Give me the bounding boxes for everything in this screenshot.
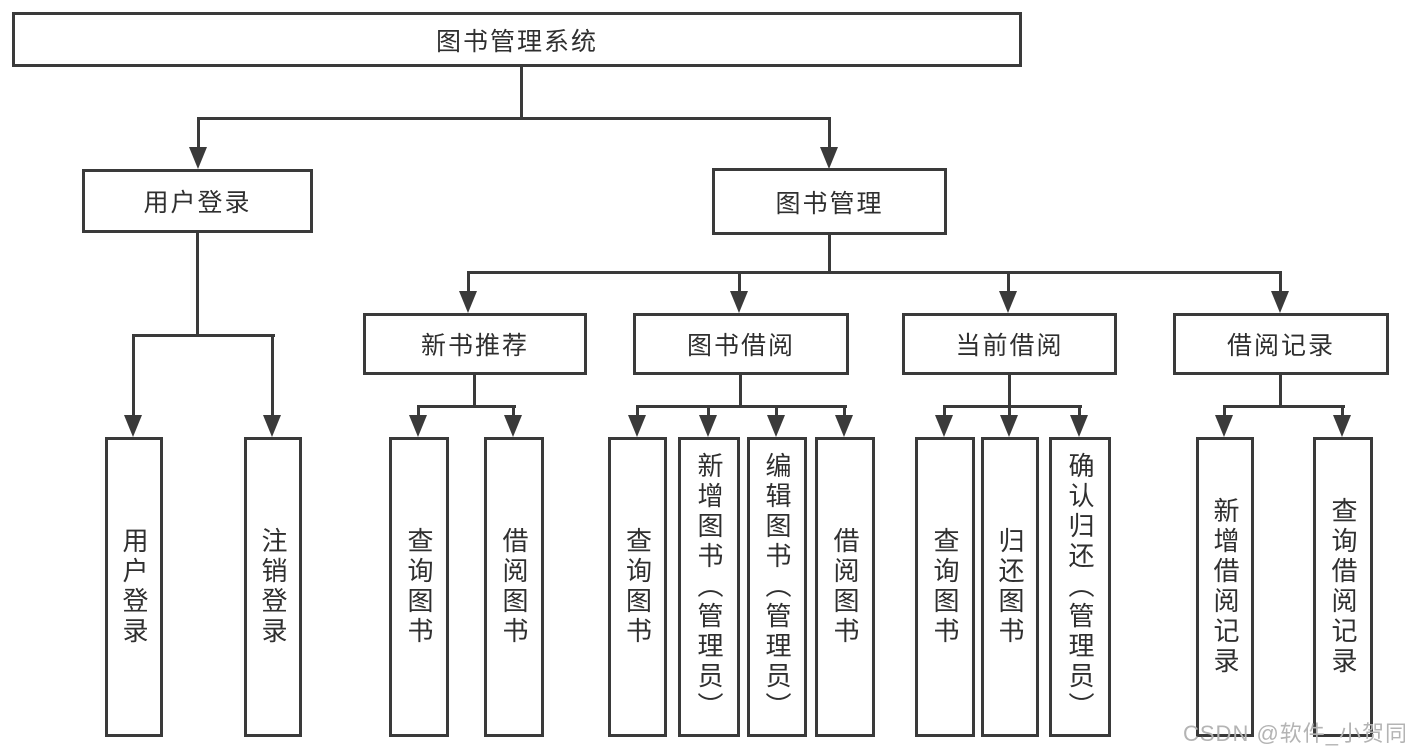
connector-line bbox=[738, 271, 741, 293]
arrow-down-icon bbox=[504, 415, 522, 437]
connector-line bbox=[1341, 405, 1344, 419]
leaf-edit-books-admin-label: 编辑图书（管理员） bbox=[762, 452, 792, 722]
node-current-borrowing-label: 当前借阅 bbox=[955, 332, 1064, 360]
arrow-down-icon bbox=[628, 415, 646, 437]
node-book-management: 图书管理 bbox=[712, 168, 947, 235]
leaf-query-borrow-record-label: 查询借阅记录 bbox=[1328, 497, 1358, 677]
connector-line bbox=[943, 405, 1082, 408]
arrow-down-icon bbox=[1333, 415, 1351, 437]
connector-line bbox=[636, 405, 639, 419]
leaf-user-login: 用户登录 bbox=[105, 437, 163, 737]
node-new-book-recommend-label: 新书推荐 bbox=[420, 332, 529, 360]
connector-line bbox=[1008, 405, 1011, 419]
connector-line bbox=[468, 271, 1282, 274]
leaf-add-borrow-record: 新增借阅记录 bbox=[1196, 437, 1254, 737]
arrow-down-icon bbox=[767, 415, 785, 437]
arrow-down-icon bbox=[1000, 415, 1018, 437]
connector-line bbox=[132, 334, 135, 417]
leaf-borrow-books-recommend: 借阅图书 bbox=[484, 437, 544, 737]
node-user-login: 用户登录 bbox=[82, 169, 313, 233]
connector-line bbox=[467, 271, 470, 293]
connector-line bbox=[1279, 271, 1282, 293]
connector-line bbox=[512, 405, 515, 419]
connector-line bbox=[828, 235, 831, 273]
leaf-query-books-borrowing-label: 查询图书 bbox=[622, 527, 653, 647]
leaf-user-login-label: 用户登录 bbox=[119, 527, 149, 647]
arrow-down-icon bbox=[835, 415, 853, 437]
connector-line bbox=[828, 117, 831, 149]
arrow-down-icon bbox=[999, 291, 1017, 313]
connector-line bbox=[196, 233, 199, 336]
connector-line bbox=[417, 405, 516, 408]
connector-line bbox=[1223, 405, 1226, 419]
connector-line bbox=[1223, 405, 1345, 408]
arrow-down-icon bbox=[820, 147, 838, 169]
connector-line bbox=[707, 405, 710, 419]
leaf-logout-label: 注销登录 bbox=[258, 527, 288, 647]
connector-line bbox=[739, 375, 742, 408]
connector-line bbox=[132, 334, 275, 337]
node-borrowing-records-label: 借阅记录 bbox=[1226, 332, 1335, 360]
node-new-book-recommend: 新书推荐 bbox=[363, 313, 587, 375]
connector-line bbox=[843, 405, 846, 419]
node-root-label: 图书管理系统 bbox=[435, 27, 598, 56]
leaf-edit-books-admin: 编辑图书（管理员） bbox=[747, 437, 807, 737]
arrow-down-icon bbox=[1215, 415, 1233, 437]
connector-line bbox=[775, 405, 778, 419]
leaf-add-books-admin-label: 新增图书（管理员） bbox=[694, 452, 724, 722]
connector-line bbox=[417, 405, 420, 419]
leaf-query-books-current: 查询图书 bbox=[915, 437, 975, 737]
node-book-borrowing-label: 图书借阅 bbox=[686, 332, 795, 360]
leaf-return-books: 归还图书 bbox=[981, 437, 1039, 737]
node-borrowing-records: 借阅记录 bbox=[1173, 313, 1389, 375]
node-user-login-label: 用户登录 bbox=[143, 189, 252, 217]
arrow-down-icon bbox=[263, 415, 281, 437]
connector-line bbox=[197, 117, 831, 120]
leaf-confirm-return-admin-label: 确认归还（管理员） bbox=[1065, 452, 1095, 722]
leaf-borrow-books-borrowing-label: 借阅图书 bbox=[830, 527, 860, 647]
arrow-down-icon bbox=[935, 415, 953, 437]
arrow-down-icon bbox=[409, 415, 427, 437]
connector-line bbox=[1279, 375, 1282, 408]
leaf-query-books-recommend-label: 查询图书 bbox=[404, 527, 434, 647]
leaf-query-books-borrowing: 查询图书 bbox=[608, 437, 667, 737]
connector-line bbox=[271, 334, 274, 417]
leaf-return-books-label: 归还图书 bbox=[995, 527, 1025, 647]
csdn-watermark: CSDN @软件_小贺同学 bbox=[1183, 721, 1405, 746]
node-book-borrowing: 图书借阅 bbox=[633, 313, 849, 375]
arrow-down-icon bbox=[459, 291, 477, 313]
connector-line bbox=[197, 117, 200, 149]
connector-line bbox=[1078, 405, 1081, 419]
connector-line bbox=[636, 405, 847, 408]
leaf-query-borrow-record: 查询借阅记录 bbox=[1313, 437, 1373, 737]
arrow-down-icon bbox=[699, 415, 717, 437]
connector-line bbox=[1007, 271, 1010, 293]
leaf-confirm-return-admin: 确认归还（管理员） bbox=[1049, 437, 1111, 737]
connector-line bbox=[473, 375, 476, 408]
leaf-query-books-recommend: 查询图书 bbox=[389, 437, 449, 737]
arrow-down-icon bbox=[124, 415, 142, 437]
connector-line bbox=[520, 67, 523, 118]
leaf-logout: 注销登录 bbox=[244, 437, 302, 737]
leaf-add-books-admin: 新增图书（管理员） bbox=[678, 437, 740, 737]
leaf-borrow-books-recommend-label: 借阅图书 bbox=[499, 527, 529, 647]
leaf-query-books-current-label: 查询图书 bbox=[930, 527, 960, 647]
node-root: 图书管理系统 bbox=[12, 12, 1022, 67]
arrow-down-icon bbox=[1070, 415, 1088, 437]
leaf-add-borrow-record-label: 新增借阅记录 bbox=[1210, 497, 1240, 677]
arrow-down-icon bbox=[189, 147, 207, 169]
arrow-down-icon bbox=[730, 291, 748, 313]
node-book-management-label: 图书管理 bbox=[775, 189, 884, 218]
connector-line bbox=[943, 405, 946, 419]
arrow-down-icon bbox=[1271, 291, 1289, 313]
node-current-borrowing: 当前借阅 bbox=[902, 313, 1117, 375]
connector-line bbox=[1008, 375, 1011, 408]
leaf-borrow-books-borrowing: 借阅图书 bbox=[815, 437, 875, 737]
